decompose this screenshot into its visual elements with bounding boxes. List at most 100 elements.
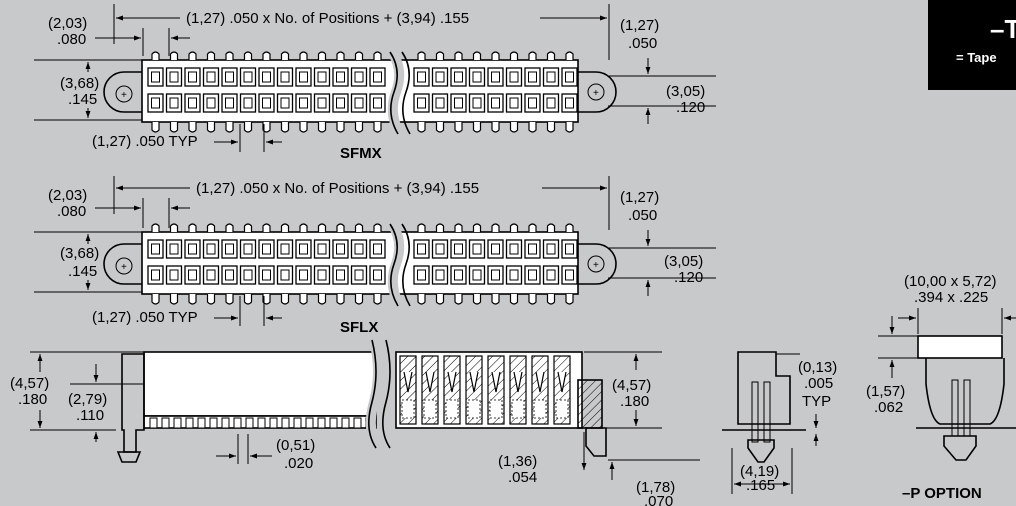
pin-tail-top (169, 223, 179, 232)
pin-cell-inner (151, 269, 160, 281)
pin-cell-inner (435, 97, 445, 109)
pin-cell-inner (206, 71, 216, 83)
pin-cell-inner (336, 269, 345, 281)
pin-cell-inner (243, 269, 253, 281)
pin-cell (184, 67, 201, 87)
pin-tail-top (491, 51, 500, 60)
sfmx-pin-array (147, 51, 578, 133)
pin-cell (505, 93, 523, 113)
pin-cell (239, 93, 257, 113)
pin-cell (468, 67, 486, 87)
xsec-pin-contact (469, 371, 479, 393)
sflx-row-spacing-in: .120 (674, 269, 703, 286)
xsec-pin-tail (445, 399, 459, 419)
pin-cell (542, 93, 560, 113)
side-contact (161, 417, 170, 429)
pin-cell-inner (454, 269, 463, 281)
pin-cell (350, 239, 368, 259)
pin-cell-inner (435, 269, 445, 281)
pin-cell (369, 265, 386, 285)
pin-cell-inner (169, 97, 179, 109)
sflx-left-offset-mm: (2,03) (48, 187, 87, 204)
sflx-height-in: .145 (68, 263, 97, 280)
pin-cell-inner (417, 243, 426, 255)
side-contact (353, 417, 362, 429)
pin-cell-inner (336, 243, 345, 255)
pin-tail-bottom (546, 294, 556, 305)
side-post-mm: (1,36) (498, 453, 537, 470)
pin-cell (147, 265, 164, 285)
pin-tail-top (472, 51, 482, 60)
pin-cell (450, 265, 467, 285)
sflx-row-spacing-mm: (3,05) (664, 253, 703, 270)
sfmx-left-offset-in: .080 (57, 31, 86, 48)
pin-cell (413, 67, 430, 87)
pin-cell (239, 265, 257, 285)
pin-cell-inner (491, 71, 500, 83)
pin-tail-bottom (546, 122, 556, 133)
pin-cell-inner (299, 269, 308, 281)
sflx-height-mm: (3,68) (60, 245, 99, 262)
pin-tail-bottom (243, 294, 253, 305)
pin-cell-inner (336, 71, 345, 83)
pin-tail-bottom (472, 294, 482, 305)
pin-cell (350, 67, 368, 87)
pin-cell (505, 67, 523, 87)
pin-tail-top (225, 51, 234, 60)
pin-cell-inner (151, 71, 160, 83)
pin-cell (350, 93, 368, 113)
pin-cell (147, 67, 164, 87)
pin-cell-inner (546, 71, 556, 83)
pin-cell-inner (299, 71, 308, 83)
pin-tail-bottom (435, 122, 445, 133)
pin-cell (350, 265, 368, 285)
pin-cell-inner (188, 243, 197, 255)
side-post2-in: .070 (644, 493, 673, 506)
pin-tail-top (546, 51, 556, 60)
pin-cell (542, 239, 560, 259)
pin-cell (487, 93, 504, 113)
pin-cell (561, 93, 578, 113)
pin-cell-inner (188, 71, 197, 83)
sflx-left-offset-in: .080 (57, 203, 86, 220)
pin-tail-bottom (299, 122, 308, 133)
pin-cell (450, 67, 467, 87)
pin-cell (431, 93, 449, 113)
pin-cell (332, 239, 349, 259)
end-width-mm: (4,19) (740, 463, 779, 480)
pin-cell-inner (243, 71, 253, 83)
svg-text:+: + (121, 262, 127, 273)
xsec-pin-tail (423, 399, 437, 419)
xsec-pin-contact (535, 371, 545, 393)
pin-cell-inner (262, 243, 271, 255)
pin-cell-inner (546, 269, 556, 281)
pin-tail-bottom (435, 294, 445, 305)
pin-cell (295, 265, 312, 285)
pin-cell-inner (491, 269, 500, 281)
pin-cell (258, 93, 275, 113)
pin-tail-top (435, 223, 445, 232)
pin-tail-bottom (169, 122, 179, 133)
sflx-label: SFLX (340, 319, 378, 336)
pin-tail-top (454, 223, 463, 232)
pin-tail-top (317, 223, 327, 232)
pin-cell-inner (454, 243, 463, 255)
sfmx-left-offset-mm: (2,03) (48, 15, 87, 32)
tape-option-box: –T = Tape (928, 0, 1016, 90)
pin-cell-inner (169, 71, 179, 83)
svg-text:+: + (593, 260, 599, 271)
pin-tail-bottom (354, 294, 364, 305)
pin-cell-inner (472, 243, 482, 255)
pin-cell-inner (354, 269, 364, 281)
sflx-right-pitch-mm: (1,27) (620, 189, 659, 206)
pin-cell (524, 239, 541, 259)
pin-cell-inner (454, 71, 463, 83)
side-total-height-mm: (4,57) (10, 375, 49, 392)
pin-cell-inner (225, 269, 234, 281)
pin-cell (524, 93, 541, 113)
pin-cell-inner (317, 243, 327, 255)
pin-tail-bottom (373, 294, 382, 305)
side-post2-mm: (1,78) (636, 479, 675, 496)
p-option-pad-mm: (10,00 x 5,72) (904, 273, 997, 290)
pin-cell (505, 265, 523, 285)
